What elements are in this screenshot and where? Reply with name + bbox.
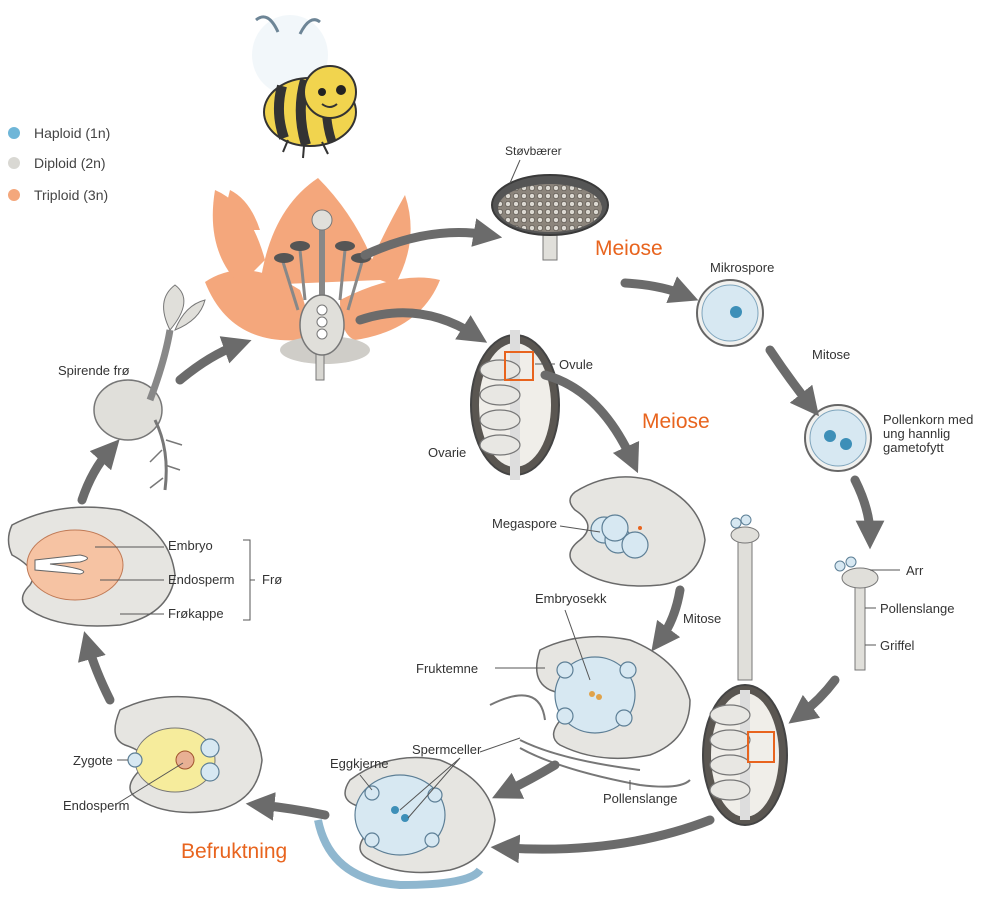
microspore xyxy=(697,280,763,346)
arrow-microspore-to-pollen xyxy=(770,350,810,405)
legend-item-diploid: Diploid (2n) xyxy=(8,155,106,171)
arrow-stigma-to-pistil xyxy=(800,680,835,715)
arrow-zygote-to-seed xyxy=(88,645,110,700)
pistil-with-pollen-tube xyxy=(703,515,787,825)
legend-label: Haploid (1n) xyxy=(34,125,110,141)
triploid-swatch xyxy=(8,189,20,201)
pollen-grain xyxy=(805,405,871,471)
embryosekk-label: Embryosekk xyxy=(535,591,607,606)
diploid-swatch xyxy=(8,157,20,169)
ovule-label: Ovule xyxy=(559,357,593,372)
arrow-pistil-to-fertilization xyxy=(505,820,710,849)
anther-icon xyxy=(492,175,608,260)
mitose-label-1: Mitose xyxy=(812,347,850,362)
mitose-label-2: Mitose xyxy=(683,611,721,626)
ovary-small xyxy=(471,330,559,480)
befruktning-title: Befruktning xyxy=(181,840,287,863)
pollenkorn-label-line2: ung hannlig xyxy=(883,426,950,441)
arrow-seedling-to-flower xyxy=(180,345,238,380)
legend-label: Triploid (3n) xyxy=(34,187,108,203)
pollenslange-label-2: Pollenslange xyxy=(603,791,677,806)
legend: Haploid (1n) Diploid (2n) Triploid (3n) xyxy=(8,125,110,203)
megaspore-label: Megaspore xyxy=(492,516,557,531)
spirende-fro-label: Spirende frø xyxy=(58,363,130,378)
stigma-style xyxy=(835,557,878,670)
flower-icon xyxy=(205,178,440,380)
legend-label: Diploid (2n) xyxy=(34,155,106,171)
zygote-label: Zygote xyxy=(73,753,113,768)
ovule-megaspore xyxy=(570,477,705,586)
ovule-zygote xyxy=(115,697,262,813)
spermceller-label: Spermceller xyxy=(412,742,482,757)
arrow-embryosac-to-fertilization xyxy=(505,765,555,792)
haploid-swatch xyxy=(8,127,20,139)
seed xyxy=(9,507,176,626)
pollenslange-label-1: Pollenslange xyxy=(880,601,954,616)
ovarie-label: Ovarie xyxy=(428,445,466,460)
arr-label: Arr xyxy=(906,563,924,578)
legend-item-haploid: Haploid (1n) xyxy=(8,125,110,141)
frokappe-label: Frøkappe xyxy=(168,606,224,621)
arrow-pollen-to-stigma xyxy=(855,480,870,535)
bee-icon xyxy=(252,15,356,158)
arrow-seed-to-seedling xyxy=(82,450,110,500)
seed-bracket xyxy=(243,540,255,620)
arrow-megaspore-to-embryosac xyxy=(660,590,680,640)
arrow-fertilization-to-zygote xyxy=(260,805,325,815)
ovule-fertilization xyxy=(318,758,495,886)
embryo-label: Embryo xyxy=(168,538,213,553)
fruktemne-label: Fruktemne xyxy=(416,661,478,676)
arrow-anther-to-microspore xyxy=(625,283,685,295)
pollenkorn-label-line3: gametofytt xyxy=(883,440,944,455)
eggkjerne-label: Eggkjerne xyxy=(330,756,389,771)
griffel-label: Griffel xyxy=(880,638,915,653)
meiose-title-2: Meiose xyxy=(642,410,710,433)
fro-label: Frø xyxy=(262,572,282,587)
legend-item-triploid: Triploid (3n) xyxy=(8,187,108,203)
pollenkorn-label-line1: Pollenkorn med xyxy=(883,412,973,427)
mikrospore-label: Mikrospore xyxy=(710,260,774,275)
meiose-title-1: Meiose xyxy=(595,237,663,260)
endosperm-label-2: Endosperm xyxy=(168,572,234,587)
endosperm-label-1: Endosperm xyxy=(63,798,129,813)
seedling-icon xyxy=(94,285,205,490)
ovule-embryosac xyxy=(490,637,690,787)
stovbaerer-label: Støvbærer xyxy=(505,144,562,158)
